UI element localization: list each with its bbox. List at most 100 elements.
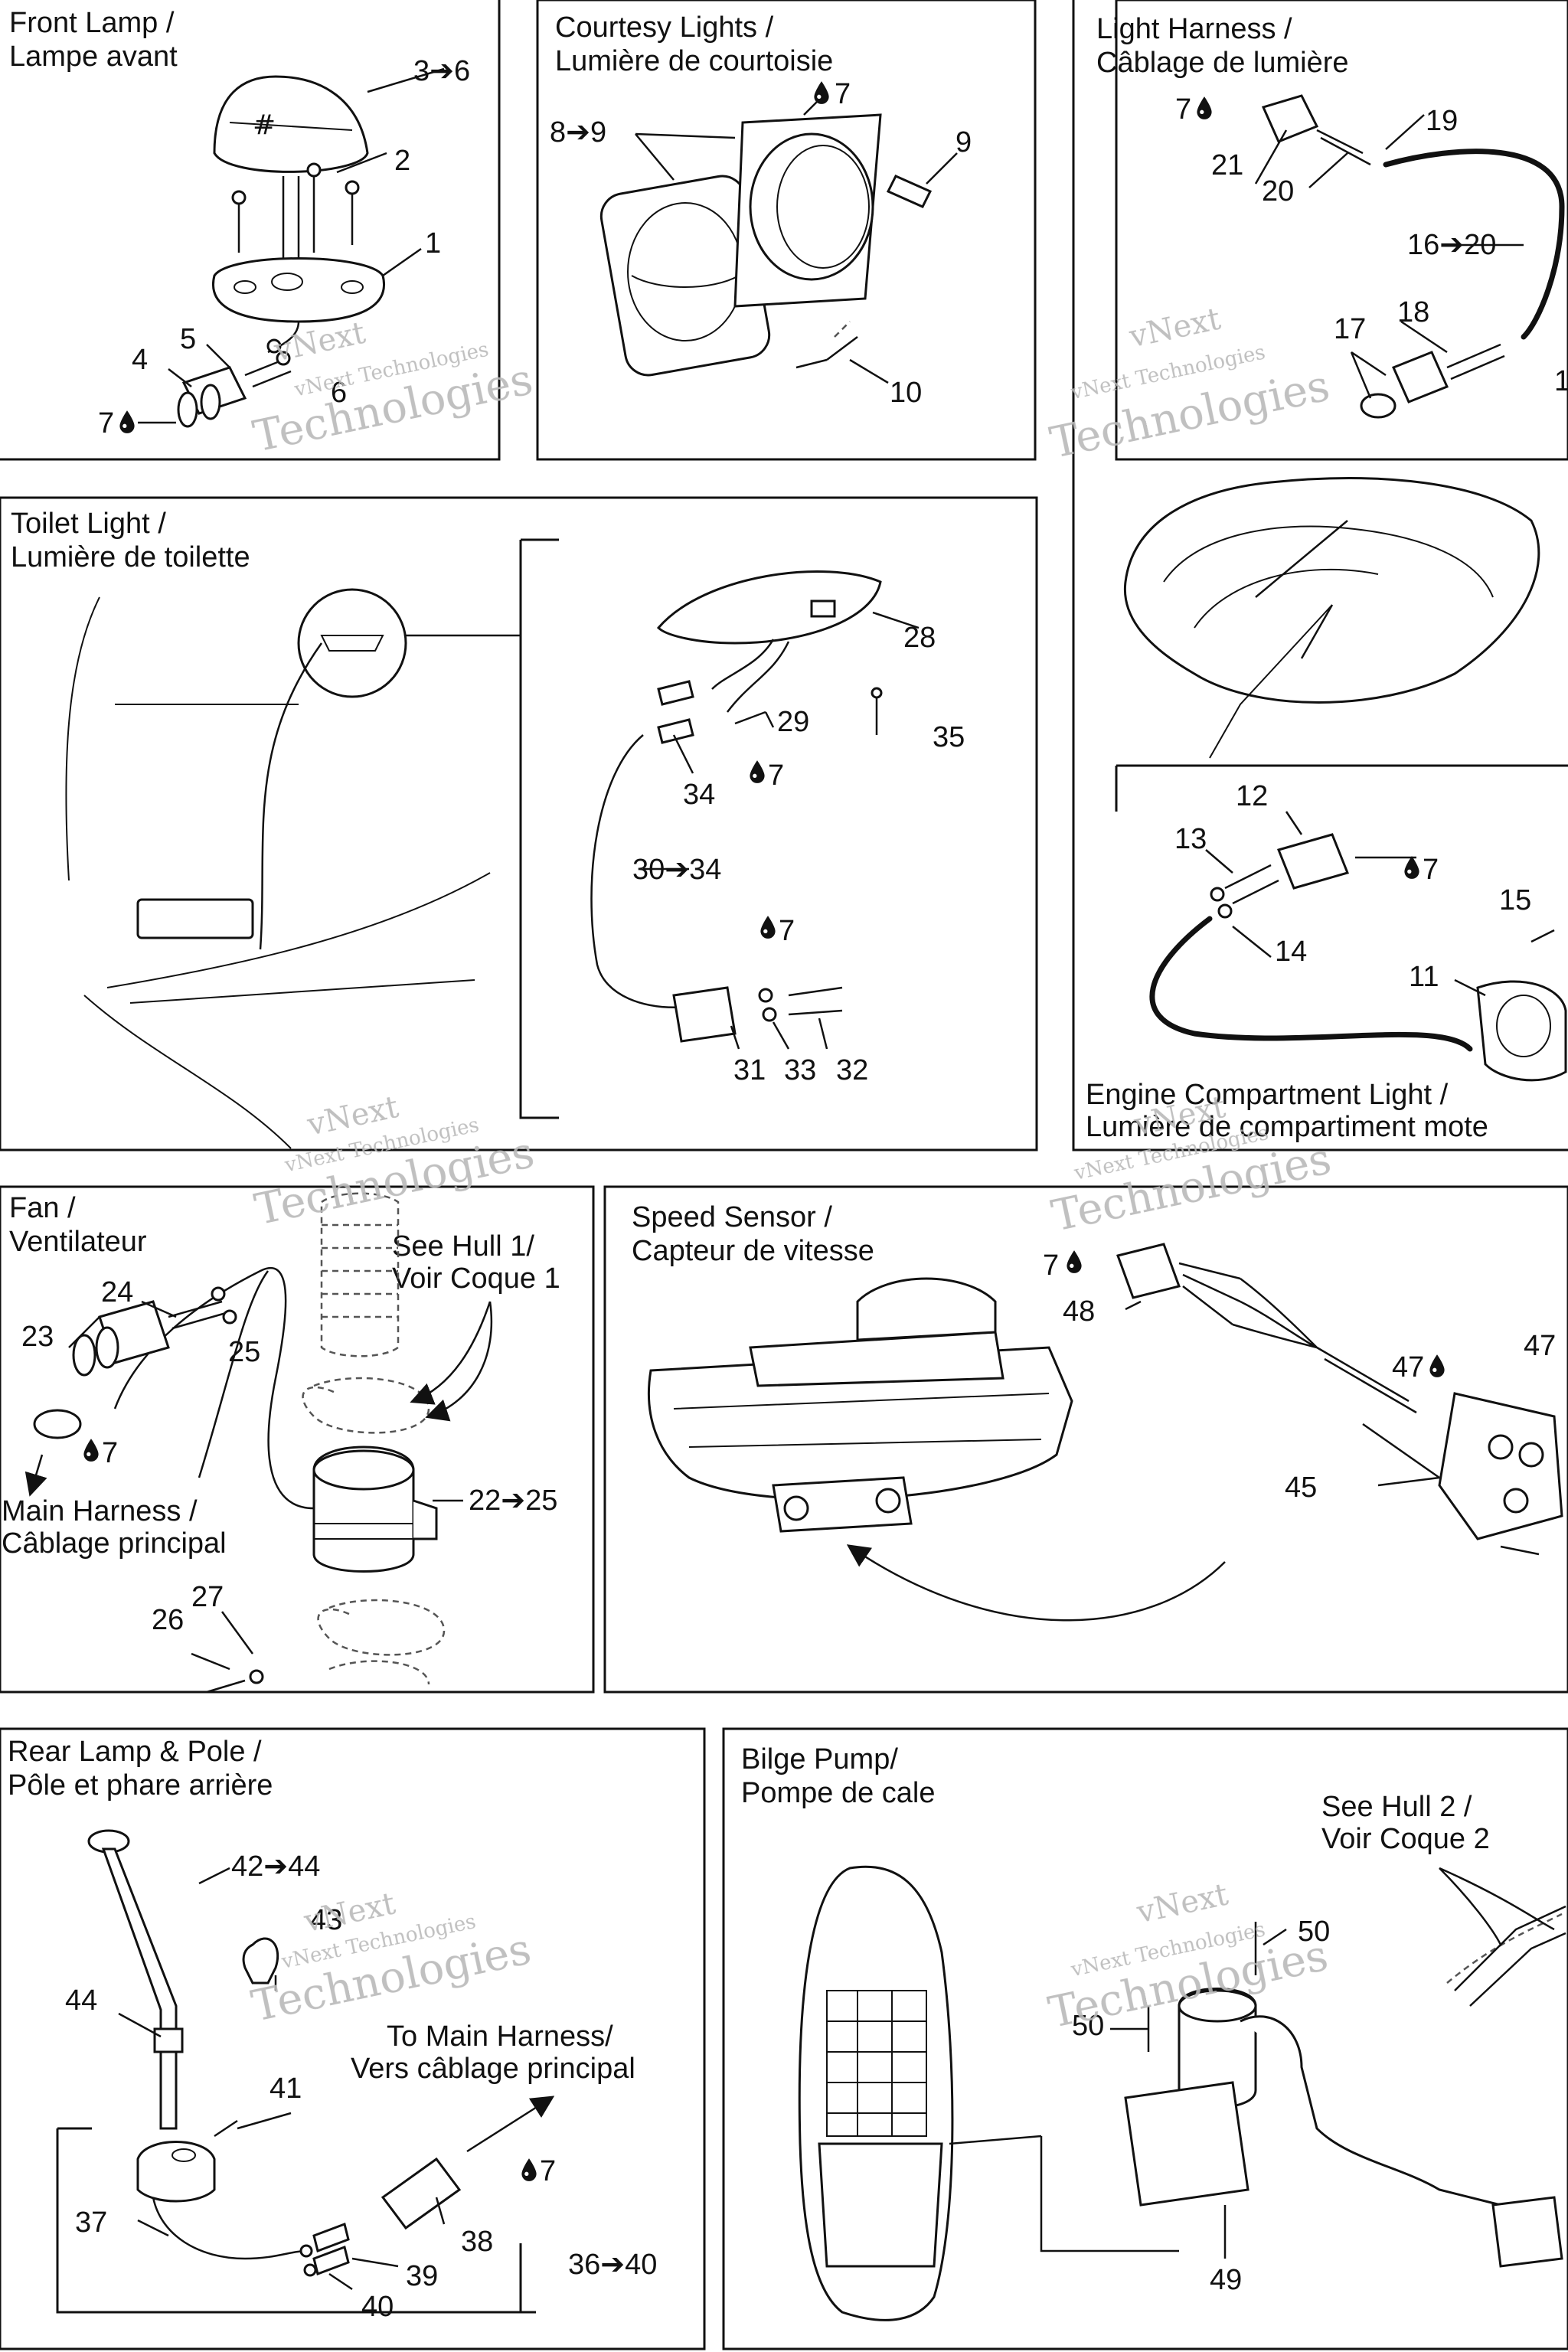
engine-lamp [1476,980,1567,1082]
label-32: 32 [836,1054,868,1086]
oil-drop-icon [760,916,776,939]
oil-drop-icon [814,81,829,104]
light-harness-title: Light Harness / [1096,13,1292,45]
bilge-subtitle: Pompe de cale [741,1777,936,1809]
label-4: 4 [132,344,148,376]
voir-coque-1: Voir Coque 1 [392,1263,560,1295]
label-41: 41 [270,2073,302,2105]
label-16-20: 16➔20 [1407,229,1496,261]
label-7: 7 [98,407,114,439]
label-7: 7 [835,78,851,110]
vers-cablage-principal: Vers câblage principal [351,2053,635,2085]
label-8-9: 8➔9 [550,116,606,149]
label-27: 27 [191,1581,224,1613]
toilet-lamp [656,570,882,645]
fan-panel: Fan / Ventilateur See Hull 1/ Voir Coque… [2,1192,560,1694]
svg-text:vNext: vNext [1133,1877,1231,1931]
label-7: 7 [1175,93,1191,126]
front-lamp-subtitle: Lampe avant [9,41,178,73]
front-lamp-housing [213,75,369,173]
label-19: 19 [1426,105,1458,137]
label-31: 31 [733,1054,766,1086]
see-hull-2: See Hull 2 / [1321,1791,1472,1823]
engine-light-panel: 12 13 7 15 14 11 Engine Compartment Ligh… [1086,764,1568,1143]
bilge-module [1124,2081,1250,2207]
fan-subtitle: Ventilateur [9,1226,147,1258]
svg-text:vNext: vNext [1125,302,1223,355]
label-25: 25 [228,1336,260,1368]
rear-lamp-panel: Rear Lamp & Pole / Pôle et phare arrière… [8,1736,657,2323]
toilet-title: Toilet Light / [11,508,166,540]
label-10: 10 [890,377,922,409]
oil-drop-icon [750,760,765,783]
oil-drop-icon [1067,1250,1082,1273]
label-6: 6 [331,377,347,409]
oil-drop-icon [521,2158,537,2181]
label-29: 29 [777,706,809,738]
label-28: 28 [903,622,936,654]
bilge-pump-panel: Bilge Pump/ Pompe de cale See Hull 2 / V… [741,1743,1566,2321]
label-45: 45 [1285,1472,1317,1504]
label-7: 7 [779,915,795,947]
courtesy-title: Courtesy Lights / [555,11,774,44]
light-harness-subtitle: Câblage de lumière [1096,47,1349,79]
speed-connector [1116,1243,1181,1299]
label-18: 18 [1397,296,1429,328]
label-50: 50 [1072,2010,1104,2042]
label-13: 13 [1174,823,1207,855]
label-9: 9 [956,126,972,158]
label-3-6: 3➔6 [413,55,470,87]
front-lamp-panel: Front Lamp / Lampe avant # 3➔6 2 1 5 4 6… [9,7,470,439]
see-hull-1: See Hull 1/ [392,1230,534,1263]
label-7: 7 [1043,1250,1059,1282]
toilet-connector [672,986,737,1043]
label-15: 15 [1499,884,1531,916]
label-33: 33 [784,1054,816,1086]
label-12: 12 [1236,780,1268,812]
label-7: 7 [768,760,784,792]
label-1: 1 [1554,365,1568,397]
oil-drop-icon [1197,96,1212,119]
engine-subtitle: Lumière de compartiment mote [1086,1111,1488,1143]
label-38: 38 [461,2226,493,2258]
to-main-harness: To Main Harness/ [387,2020,613,2053]
label-40: 40 [361,2291,394,2323]
label-11: 11 [1409,961,1439,993]
label-5: 5 [180,323,196,355]
light-harness-panel: Light Harness / Câblage de lumière 7 19 … [1096,13,1568,419]
speed-subtitle: Capteur de vitesse [632,1235,874,1267]
engine-connector [1276,833,1350,890]
rear-title: Rear Lamp & Pole / [8,1736,262,1768]
rear-connector [381,2157,462,2230]
front-lamp-base [212,257,385,323]
toilet-light-panel: Toilet Light / Lumière de toilette 28 29… [11,508,965,1149]
label-22-25: 22➔25 [469,1485,557,1517]
oil-drop-icon [1429,1354,1445,1377]
courtesy-lights-panel: Courtesy Lights / Lumière de courtoisie … [550,11,972,409]
courtesy-bulb [886,175,933,208]
label-34: 34 [683,779,715,811]
label-39: 39 [406,2260,438,2292]
label-7: 7 [1423,854,1439,886]
cablage-principal-label: Câblage principal [2,1527,227,1560]
svg-text:vNext: vNext [270,315,368,369]
label-48: 48 [1063,1295,1095,1328]
rear-pole [101,1847,178,2130]
label-49: 49 [1210,2264,1242,2296]
label-2: 2 [394,145,410,177]
label-1: 1 [425,227,441,260]
bilge-connector [1491,2196,1563,2268]
bilge-title: Bilge Pump/ [741,1743,898,1775]
label-47: 47 [1392,1351,1424,1383]
oil-drop-icon [1404,856,1419,879]
label-7: 7 [102,1437,118,1469]
label-50: 50 [1298,1916,1330,1948]
label-36-40: 36➔40 [568,2249,657,2281]
label-20: 20 [1262,175,1294,207]
label-47: 47 [1524,1330,1556,1362]
label-42-44: 42➔44 [231,1851,320,1883]
label-21: 21 [1211,149,1243,181]
label-30-34: 30➔34 [632,854,721,886]
